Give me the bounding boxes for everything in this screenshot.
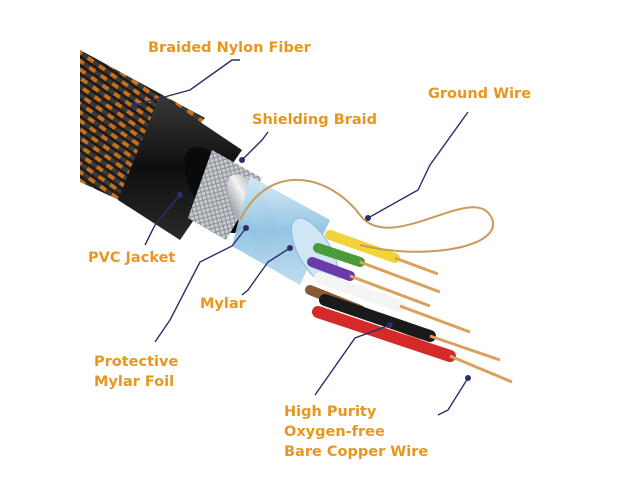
label-shielding-braid-text: Shielding Braid bbox=[252, 112, 377, 128]
label-shielding-braid: Shielding Braid bbox=[252, 110, 377, 130]
label-copper-line3: Bare Copper Wire bbox=[284, 444, 429, 460]
inner-conductors bbox=[305, 230, 513, 384]
label-braided-nylon: Braided Nylon Fiber bbox=[148, 38, 311, 58]
label-ground-wire: Ground Wire bbox=[428, 84, 531, 104]
label-protective-mylar-foil: Protective Mylar Foil bbox=[94, 352, 178, 392]
label-braided-nylon-text: Braided Nylon Fiber bbox=[148, 40, 311, 56]
label-protective-line1: Protective bbox=[94, 354, 179, 370]
label-pvc-jacket-text: PVC Jacket bbox=[88, 250, 176, 266]
braided-sleeve bbox=[80, 50, 205, 205]
label-pvc-jacket: PVC Jacket bbox=[88, 248, 175, 268]
label-mylar-text: Mylar bbox=[200, 296, 246, 312]
label-copper-wire: High Purity Oxygen-free Bare Copper Wire bbox=[284, 402, 428, 462]
pvc-jacket bbox=[118, 95, 242, 240]
label-protective-line2: Mylar Foil bbox=[94, 374, 175, 390]
label-ground-wire-text: Ground Wire bbox=[428, 86, 532, 102]
ground-wire bbox=[239, 179, 494, 253]
shielding-braid bbox=[188, 150, 262, 240]
label-mylar: Mylar bbox=[200, 294, 246, 314]
leader-lines bbox=[134, 59, 469, 416]
label-copper-line1: High Purity bbox=[284, 404, 377, 420]
leader-dots bbox=[132, 102, 471, 381]
label-copper-line2: Oxygen-free bbox=[284, 424, 385, 440]
